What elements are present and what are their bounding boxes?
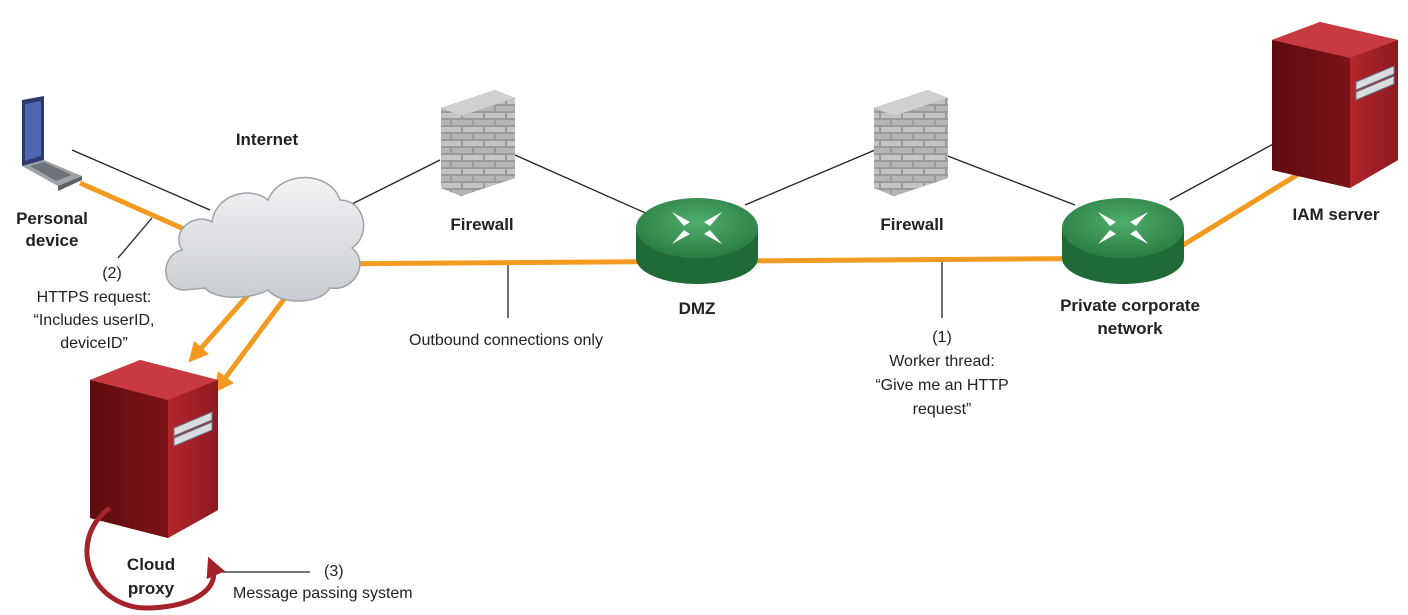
private-network-label-line2: network <box>1097 319 1163 338</box>
laptop-icon <box>22 96 82 191</box>
server-icon <box>1272 22 1398 188</box>
personal-device-label-line2: device <box>26 231 79 250</box>
https-request-line2: “Includes userID, <box>34 312 155 329</box>
leader-lines <box>117 217 943 573</box>
router-icon <box>636 198 758 284</box>
https-request-line3: deviceID” <box>60 335 128 352</box>
message-passing-label: Message passing system <box>233 585 413 602</box>
firewall-label: Firewall <box>450 215 513 234</box>
worker-thread-line1: Worker thread: <box>889 353 995 370</box>
annotations: (2) HTTPS request: “Includes userID, dev… <box>34 265 1009 602</box>
network-links <box>71 134 1291 216</box>
internet-label: Internet <box>236 130 299 149</box>
personal-device-label-line1: Personal <box>16 209 88 228</box>
node-labels: Personal device Internet Firewall Firewa… <box>16 130 1380 598</box>
private-network-label-line1: Private corporate <box>1060 296 1200 315</box>
worker-thread-step: (1) <box>932 329 952 346</box>
message-passing-step: (3) <box>324 563 344 580</box>
https-request-line1: HTTPS request: <box>37 289 152 306</box>
loop-arrow-icon <box>84 505 226 611</box>
worker-thread-line3: request” <box>913 401 972 418</box>
cloud-proxy-label-line1: Cloud <box>127 555 175 574</box>
firewall-icon <box>874 90 948 196</box>
firewall-label: Firewall <box>880 215 943 234</box>
cloud-proxy-label-line2: proxy <box>128 579 175 598</box>
router-icon <box>1062 198 1184 284</box>
dmz-label: DMZ <box>679 299 716 318</box>
outbound-note: Outbound connections only <box>409 332 603 349</box>
https-request-step: (2) <box>102 265 122 282</box>
worker-thread-line2: “Give me an HTTP <box>875 377 1008 394</box>
iam-server-label: IAM server <box>1293 205 1380 224</box>
firewall-icon <box>441 90 515 196</box>
internet-cloud-icon <box>165 176 365 302</box>
server-icon <box>90 360 218 538</box>
